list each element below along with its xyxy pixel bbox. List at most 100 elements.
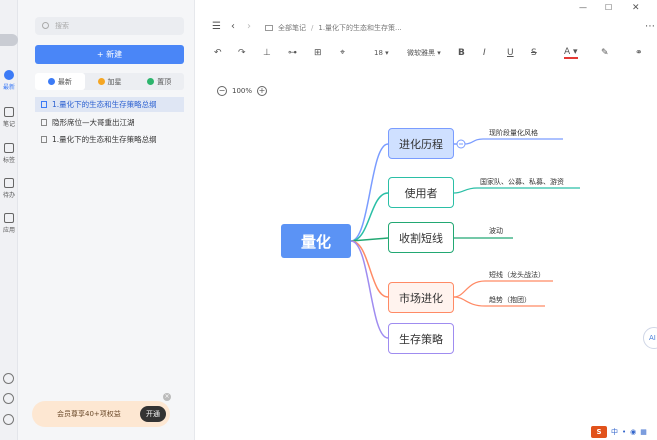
- editor-header: ☰ ‹ › 全部笔记 / 1.量化下的生态和生存策... — ☐ ✕ ⋯: [195, 0, 657, 40]
- tab-latest[interactable]: 最新: [35, 73, 85, 90]
- connector-line: [464, 138, 563, 145]
- mindmap-branch-node[interactable]: 市场进化: [388, 282, 454, 313]
- zoom-level: 100%: [232, 87, 253, 95]
- note-icon: [4, 107, 14, 117]
- maximize-icon[interactable]: ☐: [605, 3, 613, 12]
- text-color-label: A: [564, 47, 571, 57]
- markdown-file-icon: [41, 136, 47, 143]
- text-color-button[interactable]: A ▾: [564, 47, 578, 59]
- connector-line: [453, 280, 553, 298]
- file-title: 1.量化下的生态和生存策略总纲: [52, 100, 157, 109]
- rail-label: 应用: [2, 227, 15, 234]
- strikethrough-button[interactable]: S: [531, 48, 537, 58]
- rail-item-todo[interactable]: 待办: [0, 178, 18, 199]
- italic-button[interactable]: I: [483, 48, 486, 58]
- redo-icon[interactable]: ↷: [238, 48, 246, 58]
- mindmap-leaf-node[interactable]: 波动: [489, 227, 503, 235]
- breadcrumb: 全部笔记 / 1.量化下的生态和生存策...: [265, 23, 402, 33]
- mindmap-connectors: [350, 138, 580, 339]
- minimize-icon[interactable]: —: [579, 3, 587, 12]
- mindmap-leaf-node[interactable]: 趋势（抱团）: [489, 296, 531, 304]
- connector-line: [350, 240, 389, 339]
- ime-language[interactable]: 中: [611, 428, 618, 436]
- search-icon: [42, 22, 49, 29]
- clock-icon: [4, 70, 14, 80]
- rail-item-latest[interactable]: 最新: [0, 70, 18, 91]
- connector-line: [453, 296, 545, 307]
- forward-icon[interactable]: ›: [247, 21, 251, 32]
- app-rail: 最新 笔记 标签 待办 应用: [0, 0, 18, 440]
- breadcrumb-root[interactable]: 全部笔记: [278, 24, 306, 32]
- punctuation-icon[interactable]: •: [622, 428, 627, 436]
- more-icon[interactable]: ⋯: [645, 21, 655, 32]
- bold-button[interactable]: B: [458, 48, 465, 58]
- promo-open-button[interactable]: 开通: [140, 406, 166, 422]
- trash-icon[interactable]: [3, 373, 14, 384]
- sync-icon[interactable]: [3, 393, 14, 404]
- membership-promo: 会员尊享40+项权益 开通: [32, 401, 170, 427]
- search-input[interactable]: 搜索: [35, 17, 184, 35]
- tab-label: 最新: [57, 77, 72, 86]
- undo-icon[interactable]: ↶: [214, 48, 222, 58]
- mindmap-branch-node[interactable]: 进化历程: [388, 128, 454, 159]
- list-item[interactable]: 1.量化下的生态和生存策略总纲: [35, 97, 184, 112]
- insert-sibling-icon[interactable]: ⊶: [288, 48, 297, 58]
- font-size-value: 18: [374, 49, 383, 57]
- zoom-out-icon[interactable]: −: [217, 86, 227, 96]
- breadcrumb-separator: /: [311, 24, 314, 32]
- mindmap-branch-node[interactable]: 生存策略: [388, 323, 454, 354]
- close-window-icon[interactable]: ✕: [632, 3, 640, 13]
- file-title: 隐形席位—大哥重出江湖: [52, 118, 135, 127]
- close-icon[interactable]: ×: [163, 393, 171, 401]
- settings-icon[interactable]: [3, 414, 14, 425]
- back-icon[interactable]: ‹: [231, 21, 235, 32]
- grid-icon: [4, 213, 14, 223]
- rail-label: 笔记: [2, 121, 15, 128]
- font-size-select[interactable]: 18 ▾: [374, 49, 389, 57]
- system-tray: S 中 • ◉ ▦: [591, 426, 647, 438]
- rail-label: 标签: [2, 157, 15, 164]
- new-note-button[interactable]: + 新建: [35, 45, 184, 64]
- mindmap-file-icon: [41, 101, 47, 108]
- link-icon[interactable]: ⚭: [635, 48, 643, 58]
- mic-icon[interactable]: ◉: [630, 428, 637, 436]
- mindmap-leaf-node[interactable]: 国家队、公募、私募、游资: [480, 178, 564, 186]
- zoom-in-icon[interactable]: +: [257, 86, 268, 96]
- ime-icon[interactable]: S: [591, 426, 607, 438]
- list-item[interactable]: 隐形席位—大哥重出江湖: [35, 115, 184, 130]
- insert-parent-icon[interactable]: ⊞: [314, 48, 322, 58]
- highlight-icon[interactable]: ✎: [601, 48, 609, 58]
- breadcrumb-current: 1.量化下的生态和生存策...: [318, 24, 402, 32]
- rail-item-tags[interactable]: 标签: [0, 143, 18, 164]
- mindmap-root-node[interactable]: 量化: [281, 224, 351, 258]
- tab-label: 加星: [107, 77, 122, 86]
- check-icon: [4, 178, 14, 188]
- underline-button[interactable]: U: [507, 48, 514, 58]
- mindmap-canvas[interactable]: 量化 进化历程 使用者 收割短线 市场进化 生存策略 现阶段量化风格 国家队、公…: [195, 70, 657, 440]
- star-icon: [97, 78, 105, 85]
- mindmap-leaf-node[interactable]: 现阶段量化风格: [489, 129, 538, 137]
- zoom-control: − 100% +: [212, 86, 272, 96]
- mindmap-branch-node[interactable]: 使用者: [388, 177, 454, 208]
- sidebar-toggle-icon[interactable]: ☰: [212, 21, 221, 32]
- mindmap-branch-node[interactable]: 收割短线: [388, 222, 454, 253]
- insert-child-icon[interactable]: ⊥: [263, 48, 271, 58]
- pin-icon: [147, 78, 155, 85]
- connector-line: [453, 187, 580, 194]
- tab-starred[interactable]: 加星: [85, 73, 135, 90]
- list-item[interactable]: 1.量化下的生态和生存策略总纲: [35, 132, 184, 147]
- mindmap-leaf-node[interactable]: 短线（龙头战法）: [489, 271, 545, 279]
- rail-item-apps[interactable]: 应用: [0, 213, 18, 234]
- sidebar-tabs: 最新 加星 置顶: [35, 73, 184, 90]
- rail-label: 待办: [2, 192, 15, 199]
- rail-label: 最新: [2, 84, 15, 91]
- rail-item-notes[interactable]: 笔记: [0, 107, 18, 128]
- keyboard-icon[interactable]: ▦: [640, 428, 647, 436]
- ai-assistant-button[interactable]: AI: [643, 327, 657, 349]
- tab-pinned[interactable]: 置顶: [134, 73, 184, 90]
- new-label: 新建: [106, 50, 123, 59]
- location-icon[interactable]: ⌖: [340, 48, 346, 58]
- connector-line: [350, 192, 389, 242]
- notes-sidebar: 搜索 + 新建 最新 加星 置顶 1.量化下的生态和生存策略总纲 隐形席位—大哥…: [18, 0, 195, 440]
- font-family-select[interactable]: 微软雅黑 ▾: [407, 49, 441, 57]
